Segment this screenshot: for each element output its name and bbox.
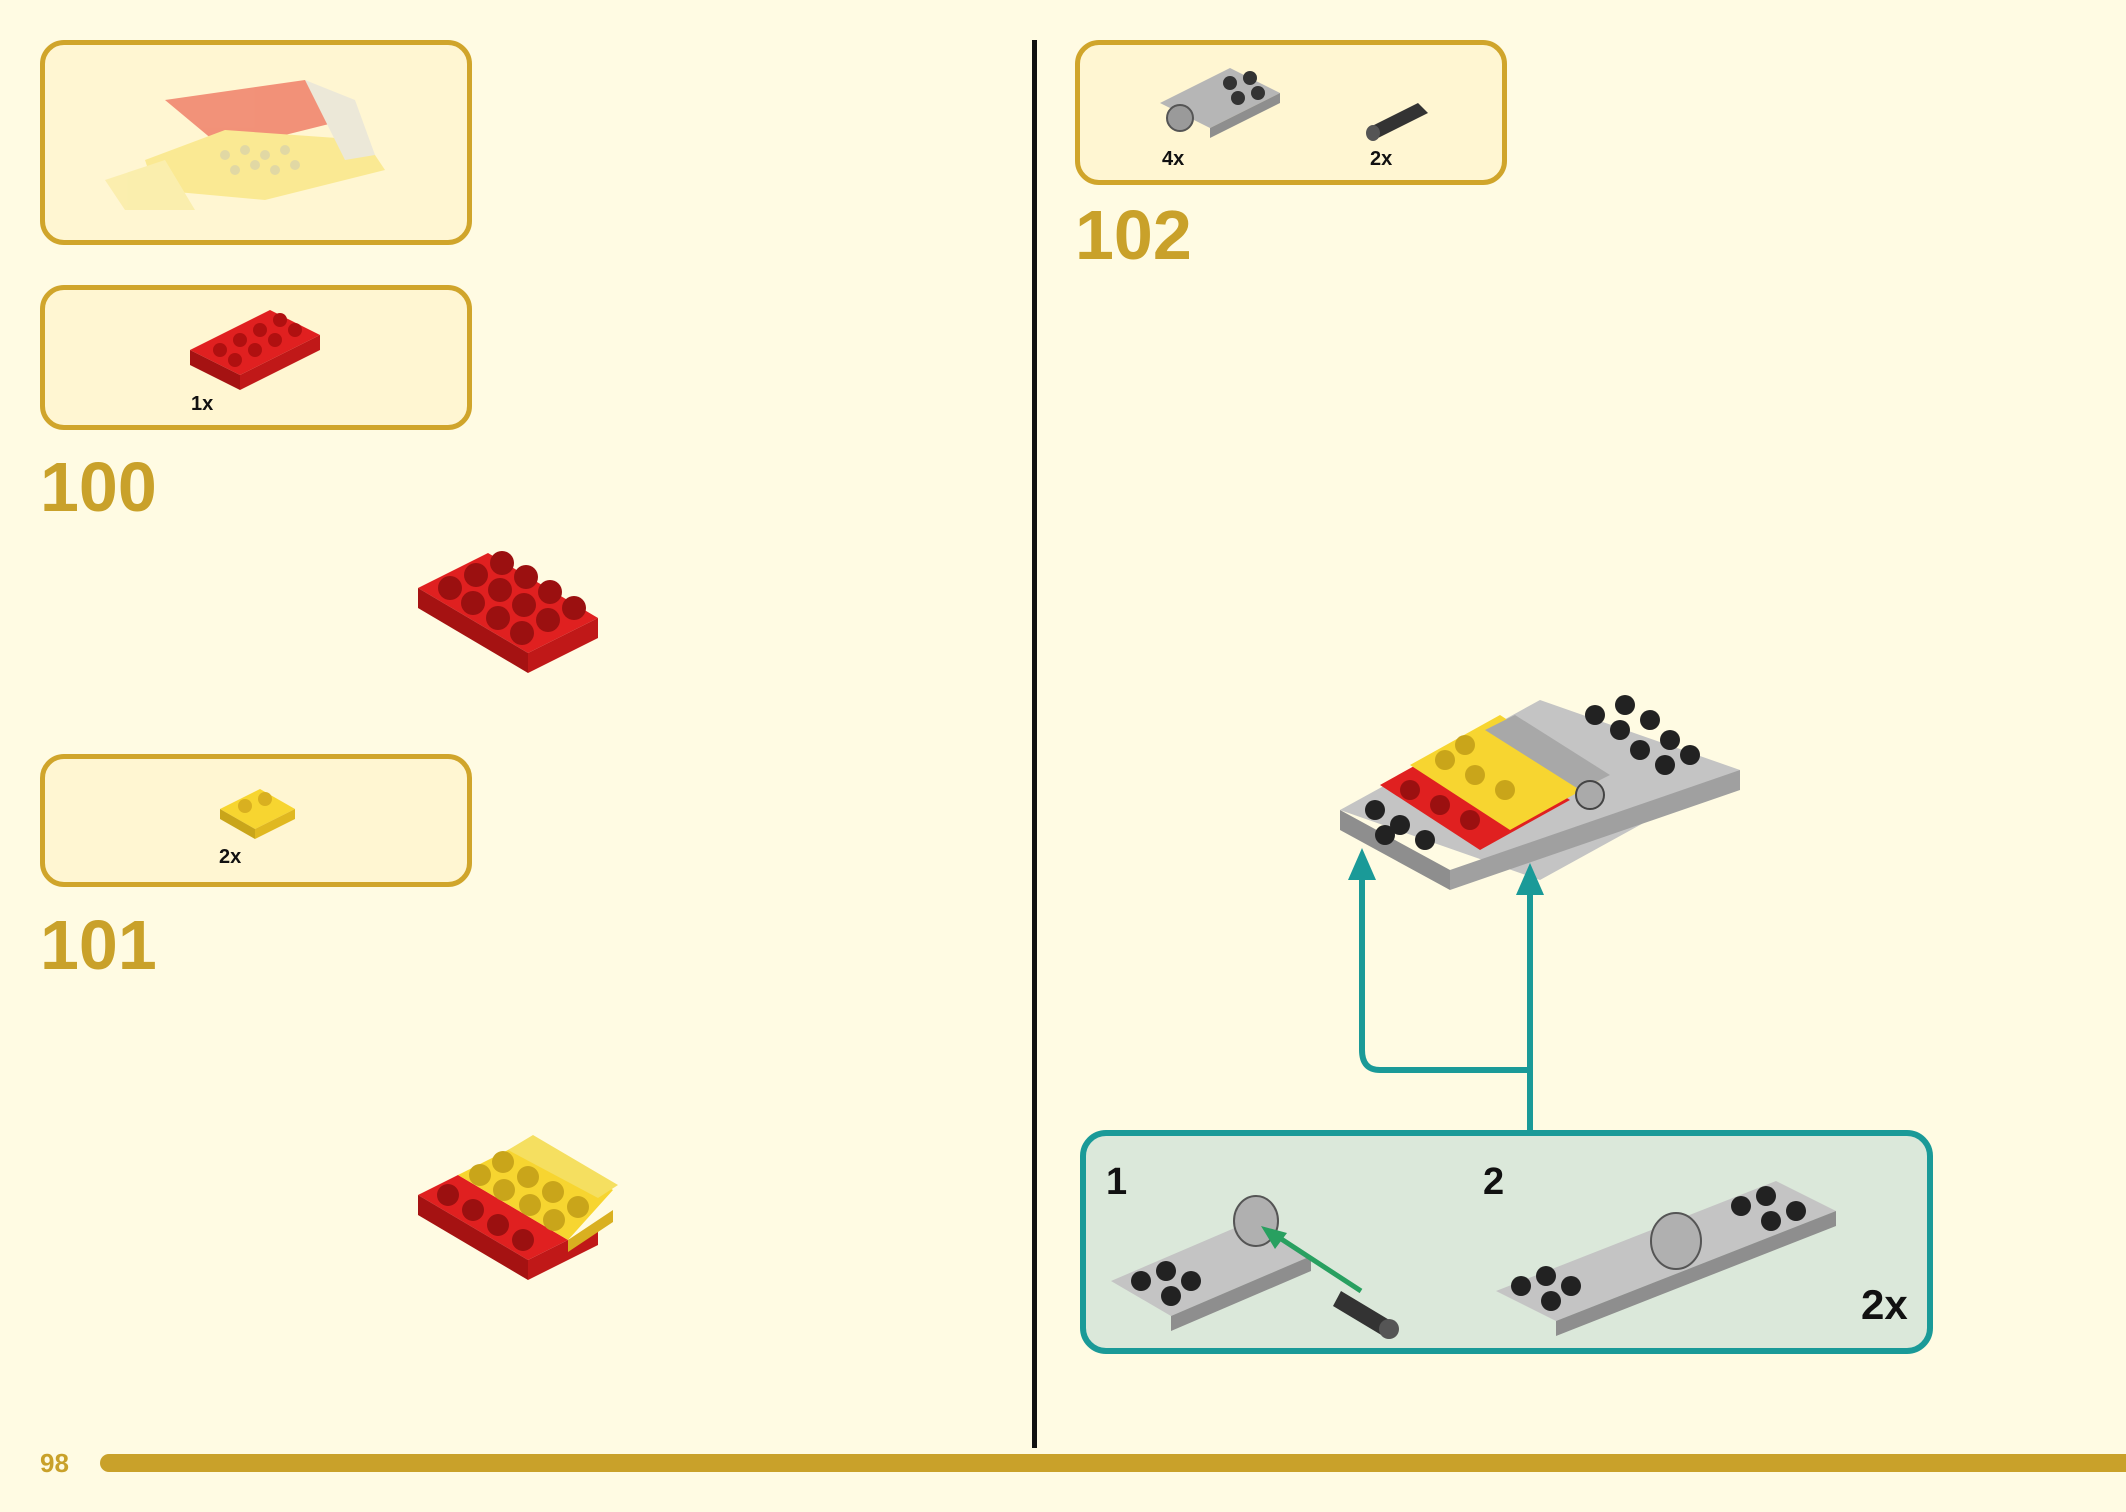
red-plate-part-icon xyxy=(190,310,320,390)
page-divider xyxy=(1032,40,1037,1448)
part-quantity: 2x xyxy=(219,846,242,868)
black-pin-part-icon xyxy=(1366,103,1428,141)
callout-arrows xyxy=(1348,848,1544,1130)
part-quantity: 4x xyxy=(1162,148,1185,170)
substep-number: 2 xyxy=(1483,1161,1505,1203)
step-100-parts-list: 1x xyxy=(40,285,472,430)
step-101-build-red-yellow-plates xyxy=(418,1135,618,1280)
part-quantity: 2x xyxy=(1370,148,1393,170)
step-101-parts-list: 2x xyxy=(40,754,472,887)
substep-2-hinge-assembled xyxy=(1496,1181,1836,1336)
partial-model-preview xyxy=(105,80,385,210)
progress-preview-box xyxy=(40,40,472,245)
step-number: 100 xyxy=(40,448,157,526)
step-102-parts-list: 4x 2x xyxy=(1075,40,1507,185)
subassembly-multiplier: 2x xyxy=(1861,1281,1908,1328)
yellow-rail-plate-part-icon xyxy=(220,789,295,839)
step-number: 101 xyxy=(40,906,157,984)
step-number: 102 xyxy=(1075,196,1192,274)
subassembly-callout: 1 2 2x xyxy=(1080,1130,1933,1354)
footer-bar xyxy=(100,1454,2126,1472)
step-100-build-red-plate xyxy=(418,551,598,673)
gray-hinge-plate-part-icon xyxy=(1160,68,1280,138)
substep-number: 1 xyxy=(1106,1161,1128,1203)
substep-1-hinge-pin xyxy=(1111,1195,1399,1339)
part-quantity: 1x xyxy=(191,393,214,415)
page-number: 98 xyxy=(40,1448,69,1478)
step-102-build-assembly xyxy=(1340,695,1740,890)
